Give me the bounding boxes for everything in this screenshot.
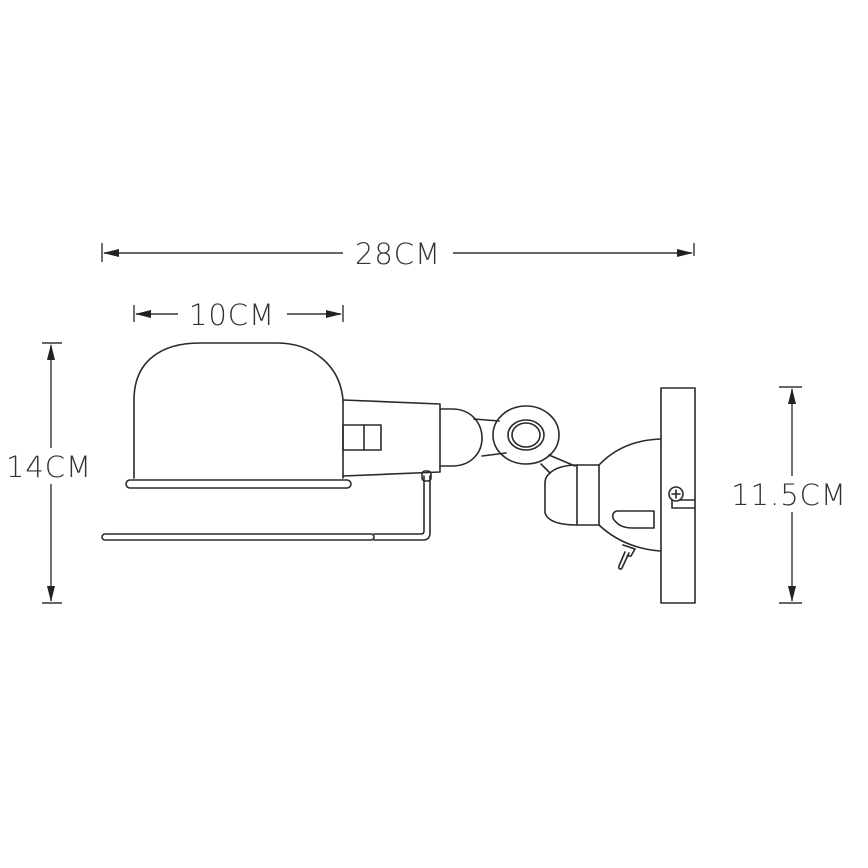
wall-plate (660, 387, 696, 604)
lamp (101, 342, 696, 604)
dimension-mount-height: 11.5CM (731, 386, 847, 604)
dimension-label-total-width: 28CM (355, 237, 441, 271)
pivot-knob (492, 405, 560, 465)
shade (133, 342, 344, 479)
base-slot (611, 510, 655, 529)
neck (342, 399, 441, 477)
screw-icon (668, 486, 696, 509)
arm (473, 418, 507, 457)
dimension-total-width: 28CM (101, 237, 695, 271)
dimension-total-height: 14CM (6, 342, 92, 604)
switch-block (342, 424, 382, 451)
dimension-label-total-height: 14CM (6, 450, 92, 484)
guard-rod (101, 470, 432, 541)
dimension-shade-width: 10CM (133, 298, 344, 332)
joint-cap (439, 408, 483, 467)
arm-lower (540, 454, 576, 474)
shade-rim (125, 479, 352, 489)
toggle-switch (618, 544, 636, 570)
dimension-label-mount-height: 11.5CM (731, 478, 847, 512)
dimension-label-shade-width: 10CM (189, 298, 275, 332)
base-bulb (544, 438, 661, 552)
